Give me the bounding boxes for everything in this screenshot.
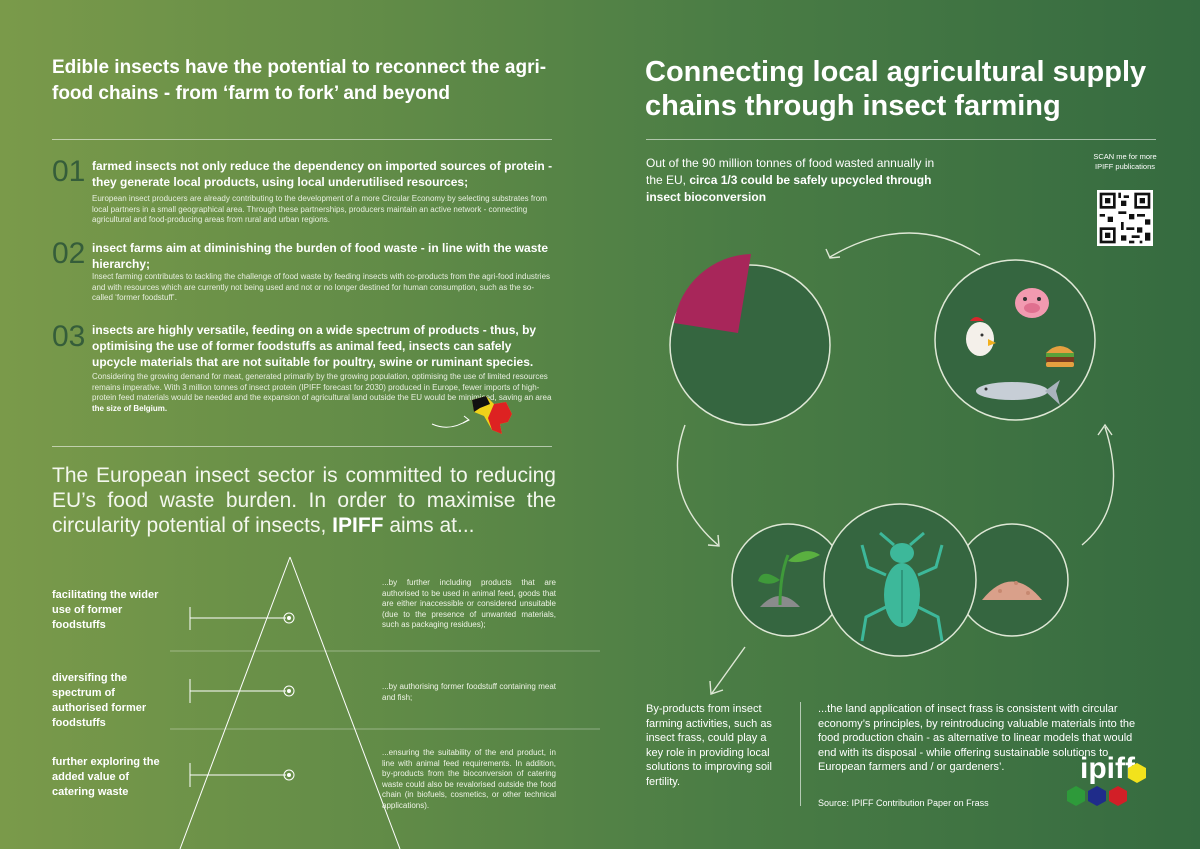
- point-body-3: Considering the growing demand for meat,…: [92, 372, 552, 413]
- ipiff-logo-icon: [1067, 763, 1146, 806]
- right-headline: Connecting local agricultural supply cha…: [645, 56, 1147, 122]
- divider: [800, 702, 801, 806]
- divider: [646, 139, 1156, 140]
- aim-desc-3: ...ensuring the suitability of the end p…: [382, 748, 556, 810]
- cycle-diagram: [669, 232, 1115, 695]
- seedling-icon: [758, 551, 820, 607]
- point-body-2: Insect farming contributes to tackling t…: [92, 272, 551, 302]
- point-title-3: insects are highly versatile, feeding on…: [92, 323, 537, 369]
- pyramid-markers: [283, 612, 295, 781]
- food-waste-pie-chart: [669, 254, 831, 426]
- pyramid-diagram: [170, 556, 600, 849]
- aim-label-3: further exploring the added value of cat…: [52, 756, 160, 798]
- intro-text: Out of the 90 million tonnes of food was…: [646, 156, 935, 204]
- aim-label-2: diversifing the spectrum of authorised f…: [52, 672, 147, 729]
- point-number-1: 01: [52, 155, 86, 188]
- fish-icon: [976, 380, 1060, 405]
- divider: [52, 446, 552, 447]
- commitment-text: The European insect sector is committed …: [52, 464, 556, 537]
- point-title-1: farmed insects not only reduce the depen…: [92, 159, 553, 189]
- divider: [52, 139, 552, 140]
- chicken-icon: [966, 317, 996, 356]
- insect-icon: [860, 531, 944, 642]
- point-body-1: European insect producers are already co…: [92, 194, 547, 224]
- aim-desc-2: ...by authorising former foodstuff conta…: [382, 682, 556, 702]
- point-title-2: insect farms aim at diminishing the burd…: [92, 241, 549, 271]
- burger-icon: [1046, 346, 1074, 367]
- belgium-map-icon: [431, 396, 512, 434]
- scan-label: SCAN me for more IPIFF publications: [1093, 152, 1157, 171]
- aim-desc-1: ...by further including products that ar…: [382, 578, 556, 629]
- byproducts-text: By-products from insect farming activiti…: [646, 703, 772, 788]
- aim-label-1: facilitating the wider use of former foo…: [52, 589, 159, 631]
- source-text: Source: IPIFF Contribution Paper on Fras…: [818, 798, 989, 808]
- qr-code[interactable]: [1097, 190, 1153, 246]
- pig-icon: [1015, 288, 1049, 318]
- land-application-text: ...the land application of insect frass …: [818, 703, 1136, 773]
- ipiff-logo-text: ipiff: [1080, 752, 1135, 785]
- point-number-3: 03: [52, 320, 86, 353]
- left-headline: Edible insects have the potential to rec…: [52, 57, 547, 104]
- frass-pile-icon: [982, 581, 1042, 600]
- point-number-2: 02: [52, 237, 86, 270]
